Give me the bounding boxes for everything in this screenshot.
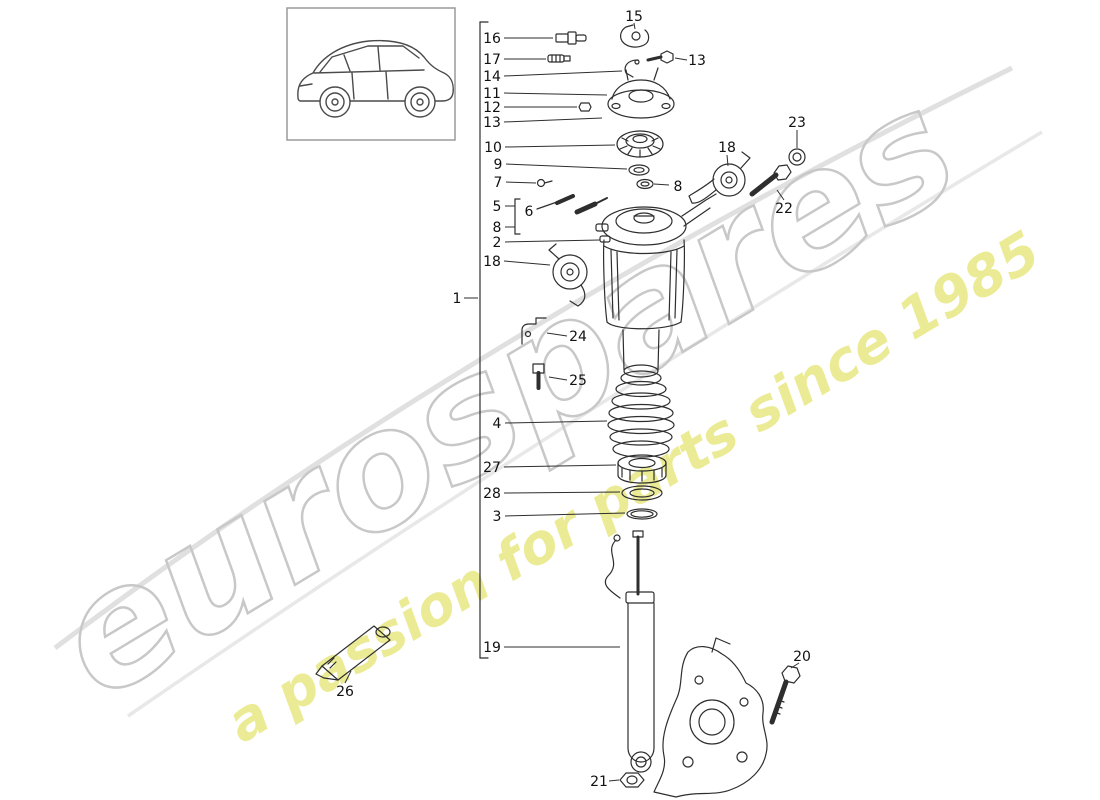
watermark-swoosh-icon (53, 65, 1014, 650)
part-callout-18: 18 (483, 254, 501, 270)
part-callout-13: 13 (483, 115, 501, 131)
part-24-clip (521, 317, 547, 345)
part-callout-14: 14 (483, 69, 501, 85)
part-12-nut (578, 102, 592, 112)
part-2-air-spring (595, 193, 717, 378)
leader-line-20 (790, 662, 800, 669)
part-18-bushing-bracket-left (548, 243, 588, 307)
part-20-bolt (769, 665, 801, 725)
thumbnail-frame (286, 7, 456, 141)
part-17-screw (547, 54, 571, 63)
part-16-valve (555, 31, 587, 45)
leader-line-3 (504, 512, 626, 517)
part-callout-8: 8 (493, 220, 502, 236)
vehicle-silhouette-icon (297, 39, 454, 118)
part-11-strut-mount (607, 67, 675, 119)
parts-diagram (315, 21, 806, 798)
part-5-6-8-kit (555, 194, 608, 215)
leader-line-27 (503, 464, 617, 468)
part-8-ring (636, 178, 654, 190)
part-27-ring-nut (617, 454, 667, 484)
watermark: eurospares a passion for parts since 198… (22, 52, 1051, 755)
part-callout-15: 15 (625, 9, 643, 25)
leader-line-25 (548, 376, 568, 381)
part-callout-16: 16 (483, 31, 501, 47)
leader-line-14 (503, 70, 623, 77)
part-3-o-ring (626, 508, 658, 520)
part-callout-17: 17 (483, 52, 501, 68)
part-19-shock-absorber (604, 530, 655, 773)
leader-line-24 (546, 332, 568, 337)
part-10-bearing (616, 130, 664, 158)
part-15-clamp (620, 24, 650, 48)
part-25-bolt (532, 363, 545, 390)
part-callout-25: 25 (569, 373, 587, 389)
leader-line-13 (503, 117, 603, 123)
part-21-nut (619, 772, 645, 788)
part-callout-20: 20 (793, 649, 811, 665)
part-callout-7: 7 (494, 175, 503, 191)
part-7-valve-fitting (536, 178, 553, 188)
part-callout-12: 12 (483, 100, 501, 116)
leader-line-22 (776, 189, 785, 201)
leader-line-7 (505, 181, 537, 184)
part-callout-13: 13 (688, 53, 706, 69)
leader-line-18 (503, 260, 551, 266)
part-22-bolt (749, 164, 792, 197)
leader-line-13 (674, 57, 688, 61)
part-4-bellows (607, 370, 675, 458)
assembly-bracket-1 (479, 21, 489, 659)
part-callout-3: 3 (493, 509, 502, 525)
part-callout-8: 8 (674, 179, 683, 195)
part-callout-4: 4 (493, 416, 502, 432)
part-26-grease-tube (315, 625, 391, 681)
leader-line-21 (608, 779, 620, 782)
vehicle-thumbnail (286, 7, 456, 141)
leader-lines (344, 22, 800, 782)
part-callout-18: 18 (718, 140, 736, 156)
part-callout-5: 5 (493, 199, 502, 215)
part-callout-24: 24 (569, 329, 587, 345)
leader-line-10 (504, 144, 616, 148)
part-18-bushing-bracket-right (688, 151, 751, 204)
part-callout-28: 28 (483, 486, 501, 502)
part-callout-9: 9 (494, 157, 503, 173)
leader-line-4 (504, 420, 608, 424)
leader-line-26 (344, 670, 352, 684)
wheel-carrier (653, 637, 768, 798)
part-callout-6: 6 (525, 204, 534, 220)
part-28-seal (621, 485, 663, 501)
part-callout-1: 1 (453, 291, 462, 307)
leader-line-8 (653, 183, 670, 186)
part-callout-11: 11 (483, 86, 501, 102)
part-callout-23: 23 (788, 115, 806, 131)
part-callout-21: 21 (590, 774, 608, 790)
leader-line-15 (633, 22, 636, 30)
leader-line-9 (505, 163, 628, 170)
part-callout-19: 19 (483, 640, 501, 656)
part-23-nut (788, 148, 806, 166)
watermark-swoosh-icon (127, 130, 1043, 718)
part-callout-27: 27 (483, 460, 501, 476)
part-9-ring (628, 164, 650, 176)
leader-line-2 (504, 239, 601, 243)
part-callout-2: 2 (493, 235, 502, 251)
part-callout-22: 22 (775, 201, 793, 217)
part-callout-10: 10 (484, 140, 502, 156)
part-13-bolt-top (646, 50, 674, 64)
leader-line-11 (503, 92, 608, 96)
leader-line-18 (726, 154, 729, 167)
part-callout-26: 26 (336, 684, 354, 700)
leader-line-28 (503, 491, 621, 494)
kit-bracket-6 (514, 198, 558, 235)
